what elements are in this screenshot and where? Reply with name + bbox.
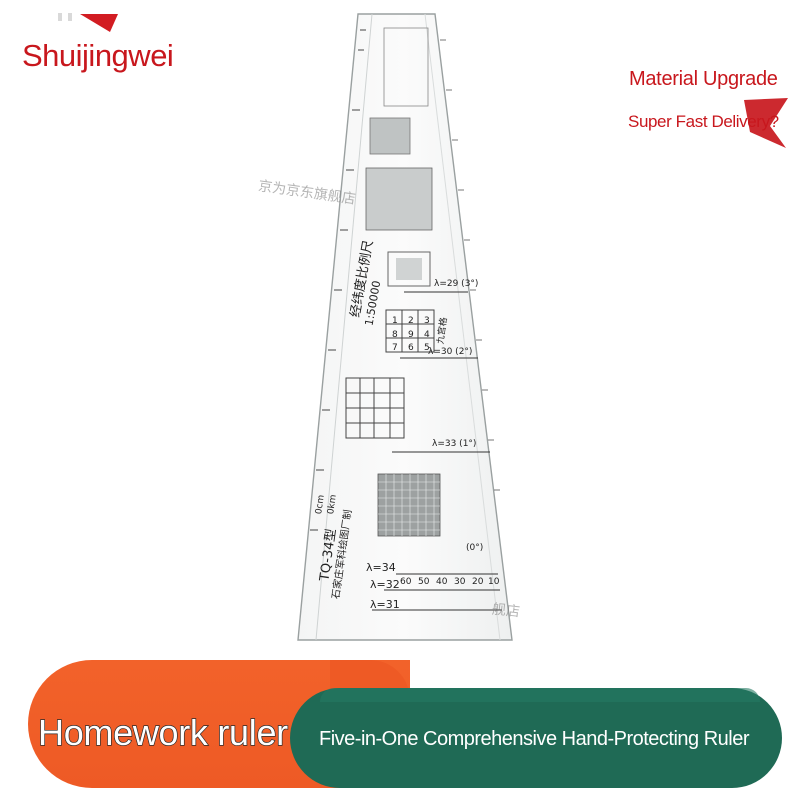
ruler-lambda-33: λ=33 (1°)	[432, 439, 476, 449]
scale-tick-30: 30	[454, 577, 466, 587]
brand-name: Shuijingwei	[22, 38, 174, 73]
grid-cell-2: 2	[408, 316, 414, 326]
ruler-lambda-29: λ=29 (3°)	[434, 279, 478, 289]
grid-cell-4: 8	[392, 330, 398, 340]
scale-tick-40: 40	[436, 577, 448, 587]
ruler-lambda-0: (0°)	[466, 543, 483, 553]
scale-tick-60: 60	[400, 577, 412, 587]
promo-corner-flag-icon	[744, 98, 788, 148]
watermark-bottom: 舰店	[491, 601, 521, 621]
banner-five-in-one-label: Five-in-One Comprehensive Hand-Protectin…	[319, 728, 750, 750]
grid-cell-9: 5	[424, 343, 430, 353]
ruler-lambda-31: λ=31	[370, 598, 400, 611]
ruler-unit-cm: 0cm	[314, 494, 327, 515]
grid-cell-8: 6	[408, 343, 414, 353]
banner-homework-ruler-label: Homework ruler	[37, 711, 289, 753]
grid-cell-3: 3	[424, 316, 430, 326]
banner-right-pill	[290, 688, 782, 788]
ruler-section-label: 九宫格	[434, 316, 450, 344]
ruler-lambda-30: λ=30 (2°)	[428, 347, 472, 357]
scale-tick-50: 50	[418, 577, 430, 587]
ruler-model: TQ-34型	[317, 528, 339, 583]
ruler-lambda-32: λ=32	[370, 578, 400, 591]
grid-cell-6: 4	[424, 330, 430, 340]
banner-right-highlight	[320, 688, 760, 702]
grid-cell-7: 7	[392, 343, 398, 353]
ruler-unit-km: 0km	[326, 494, 339, 515]
brand-logo-mark	[40, 10, 126, 36]
promo-fast-delivery: Super Fast Delivery?	[628, 112, 779, 131]
grid-cell-5: 9	[408, 330, 414, 340]
grid-cell-1: 1	[392, 316, 398, 326]
scale-tick-20: 20	[472, 577, 484, 587]
promo-material-upgrade: Material Upgrade	[629, 68, 778, 90]
scale-tick-10: 10	[488, 577, 500, 587]
ruler-lambda-34: λ=34	[366, 561, 396, 574]
